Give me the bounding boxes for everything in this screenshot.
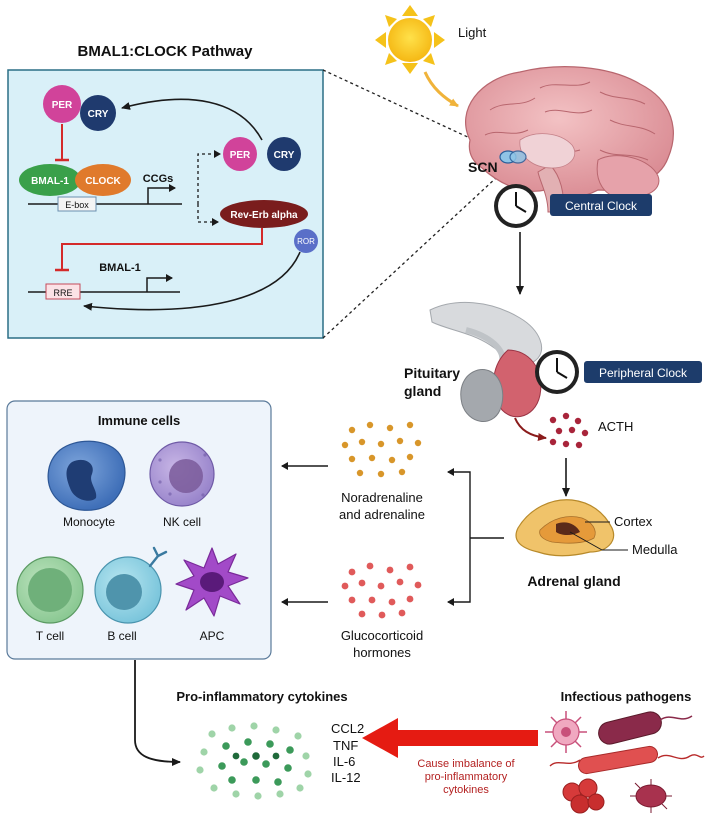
noradrenaline-label-line2: and adrenaline (339, 507, 425, 522)
monocyte-label: Monocyte (63, 515, 115, 529)
cytokine-molecules (196, 722, 312, 800)
dashed-arrow-to-reverb (197, 204, 219, 226)
per-label: PER (52, 100, 73, 111)
apc-label: APC (200, 629, 225, 643)
dashed-arrow-to-per-cry (197, 150, 221, 204)
adrenal-gland-illustration (515, 499, 615, 557)
b-cell-icon (94, 546, 168, 624)
glucocorticoid-label-line1: Glucocorticoid (341, 628, 423, 643)
pathogens-caption-line2: pro-inflammatory (425, 771, 508, 783)
ccgs-transcription-arrow (147, 184, 176, 204)
bacterium-coccus-icon (630, 779, 672, 813)
virus-icon (545, 711, 587, 753)
pathogens-caption-line1: Cause imbalance of (417, 758, 515, 770)
nk-cell-label: NK cell (163, 515, 201, 529)
inhibition-line-reverb (61, 228, 263, 270)
bacterium-rod-icon (598, 711, 693, 745)
clock-icon-central (494, 184, 538, 228)
cytokines-title: Pro-inflammatory cytokines (176, 689, 347, 704)
apc-cell-icon (175, 547, 249, 617)
pathway-title: BMAL1:CLOCK Pathway (77, 43, 253, 60)
noradrenaline-molecules (341, 421, 422, 478)
bacterium-cluster-icon (562, 778, 605, 814)
per-label-2: PER (230, 150, 251, 161)
peripheral-clock-badge (584, 361, 702, 383)
peripheral-clock-label: Peripheral Clock (599, 366, 688, 380)
medulla-pointer (569, 531, 603, 551)
bmal1-gene-label: BMAL-1 (99, 262, 141, 274)
per-protein-node (43, 85, 81, 123)
feedback-arrow-per-cry (121, 98, 263, 141)
glucocorticoid-label-line2: hormones (353, 645, 411, 660)
scn-marker-2 (509, 150, 527, 164)
connector-line-bottom (322, 164, 511, 339)
ebox-label: E-box (65, 200, 89, 210)
cytokine-item-il6: IL-6 (333, 754, 355, 769)
ebox-element (57, 196, 97, 212)
cortex-label: Cortex (614, 514, 653, 529)
ror-label: ROR (297, 237, 315, 246)
t-cell-label: T cell (36, 629, 64, 643)
reverb-protein-node (220, 200, 308, 228)
clock-protein-node (75, 164, 131, 196)
ccgs-label: CCGs (143, 173, 174, 185)
cytokine-item-tnf: TNF (333, 738, 358, 753)
pathogens-title: Infectious pathogens (561, 689, 692, 704)
noradrenaline-label-line1: Noradrenaline (341, 490, 423, 505)
bacterium-flagella-icon (549, 745, 705, 775)
cry-protein-node (80, 95, 116, 131)
brain-illustration (465, 66, 674, 213)
central-clock-badge (550, 194, 652, 216)
bmal1-protein-node (19, 164, 81, 196)
scn-label: SCN (468, 159, 498, 175)
cytokine-item-il12: IL-12 (331, 770, 361, 785)
arrow-pituitary-to-acth (514, 417, 547, 441)
arrow-immune-to-cytokines (134, 660, 181, 766)
cry-label: CRY (88, 109, 109, 120)
acth-label: ACTH (598, 419, 633, 434)
pituitary-label-line1: Pituitary (404, 365, 460, 381)
cry-protein-node-2 (267, 137, 301, 171)
sun-icon (375, 5, 445, 74)
central-clock-label: Central Clock (565, 199, 638, 213)
adrenal-label: Adrenal gland (527, 573, 620, 589)
reverb-label: Rev-Erb alpha (230, 210, 298, 221)
cry-label-2: CRY (274, 150, 295, 161)
pituitary-label-line2: gland (404, 383, 441, 399)
medulla-label: Medulla (632, 542, 678, 557)
red-imbalance-arrow (362, 718, 538, 758)
cytokine-item-ccl2: CCL2 (331, 721, 364, 736)
pituitary-illustration (429, 301, 542, 422)
pathogens-caption-line3: cytokines (443, 784, 489, 796)
rre-label: RRE (53, 288, 72, 298)
rre-element (45, 283, 81, 300)
arrow-to-noradrenaline (447, 468, 471, 538)
bmal1-transcription-arrow (146, 274, 173, 292)
clock-label: CLOCK (85, 176, 121, 187)
light-label: Light (458, 25, 487, 40)
arrow-to-glucocorticoid (447, 538, 471, 606)
glucocorticoid-molecules (341, 562, 422, 619)
clock-icon-peripheral (535, 350, 579, 394)
light-arrow (423, 71, 459, 108)
nk-cell-icon (149, 441, 215, 507)
b-cell-label: B cell (107, 629, 136, 643)
per-protein-node-2 (223, 137, 257, 171)
acth-molecules (549, 412, 589, 449)
bmal1-label: BMAL-1 (31, 176, 69, 187)
ror-activation-arrow (83, 251, 301, 311)
immune-cells-title: Immune cells (98, 413, 180, 428)
t-cell-icon (16, 556, 84, 624)
monocyte-cell-icon (47, 440, 126, 511)
ror-protein-node (294, 229, 318, 253)
